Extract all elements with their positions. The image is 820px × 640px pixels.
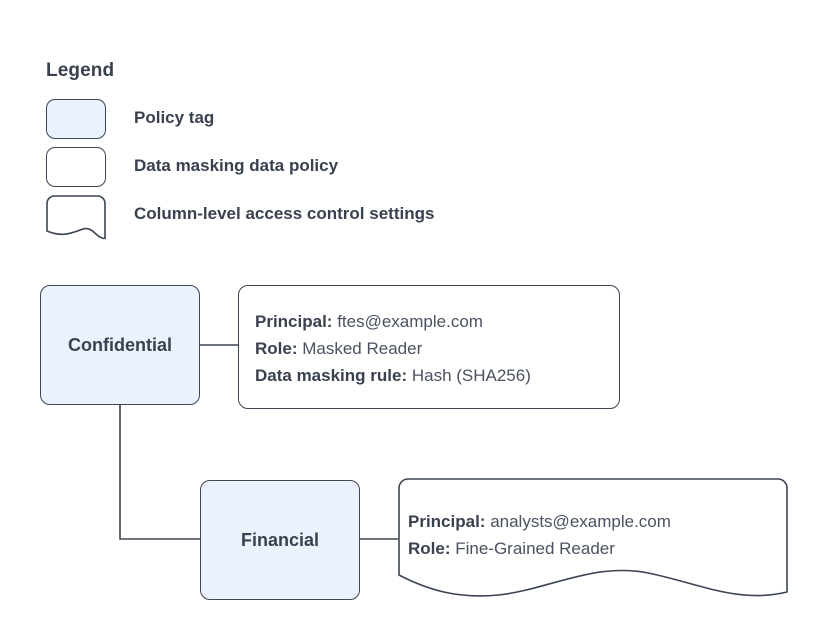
node-confidential[interactable]: Confidential [40,285,200,405]
card-line: Role: Masked Reader [255,335,531,362]
card-wavy-outline [398,478,788,597]
card-line-value: Masked Reader [297,339,423,358]
legend-item-label: Policy tag [134,108,215,127]
card-line-key: Principal: [255,312,333,331]
card-body: Principal: analysts@example.com Role: Fi… [408,508,671,562]
node-label: Confidential [68,334,172,355]
card-line-key: Principal: [408,512,486,531]
legend-item-label: Data masking data policy [134,156,339,175]
card-confidential-data-masking-policy[interactable]: Principal: ftes@example.com Role: Masked… [238,285,620,409]
connector-confidential-to-financial [119,405,200,540]
node-label: Financial [240,529,320,550]
legend-title: Legend [46,60,115,81]
card-line-key: Role: [408,539,451,558]
card-line: Role: Fine-Grained Reader [408,535,671,562]
card-line-value: Fine-Grained Reader [450,539,615,558]
card-financial-column-access-settings[interactable]: Principal: analysts@example.com Role: Fi… [398,478,788,602]
card-line: Data masking rule: Hash (SHA256) [255,362,531,389]
legend-swatch-column-access-settings-icon [46,195,106,240]
card-line-value: Hash (SHA256) [407,366,531,385]
card-line: Principal: analysts@example.com [408,508,671,535]
legend-swatch-policy-tag-icon [46,99,106,139]
node-financial[interactable]: Financial [200,480,360,600]
card-line-key: Data masking rule: [255,366,408,385]
legend-item-label: Column-level access control settings [134,204,435,223]
legend-swatch-data-masking-policy-icon [46,147,106,187]
card-line-value: ftes@example.com [332,312,483,331]
card-line-key: Role: [255,339,298,358]
card-body: Principal: ftes@example.com Role: Masked… [255,308,531,389]
card-line-value: analysts@example.com [485,512,671,531]
card-line: Principal: ftes@example.com [255,308,531,335]
